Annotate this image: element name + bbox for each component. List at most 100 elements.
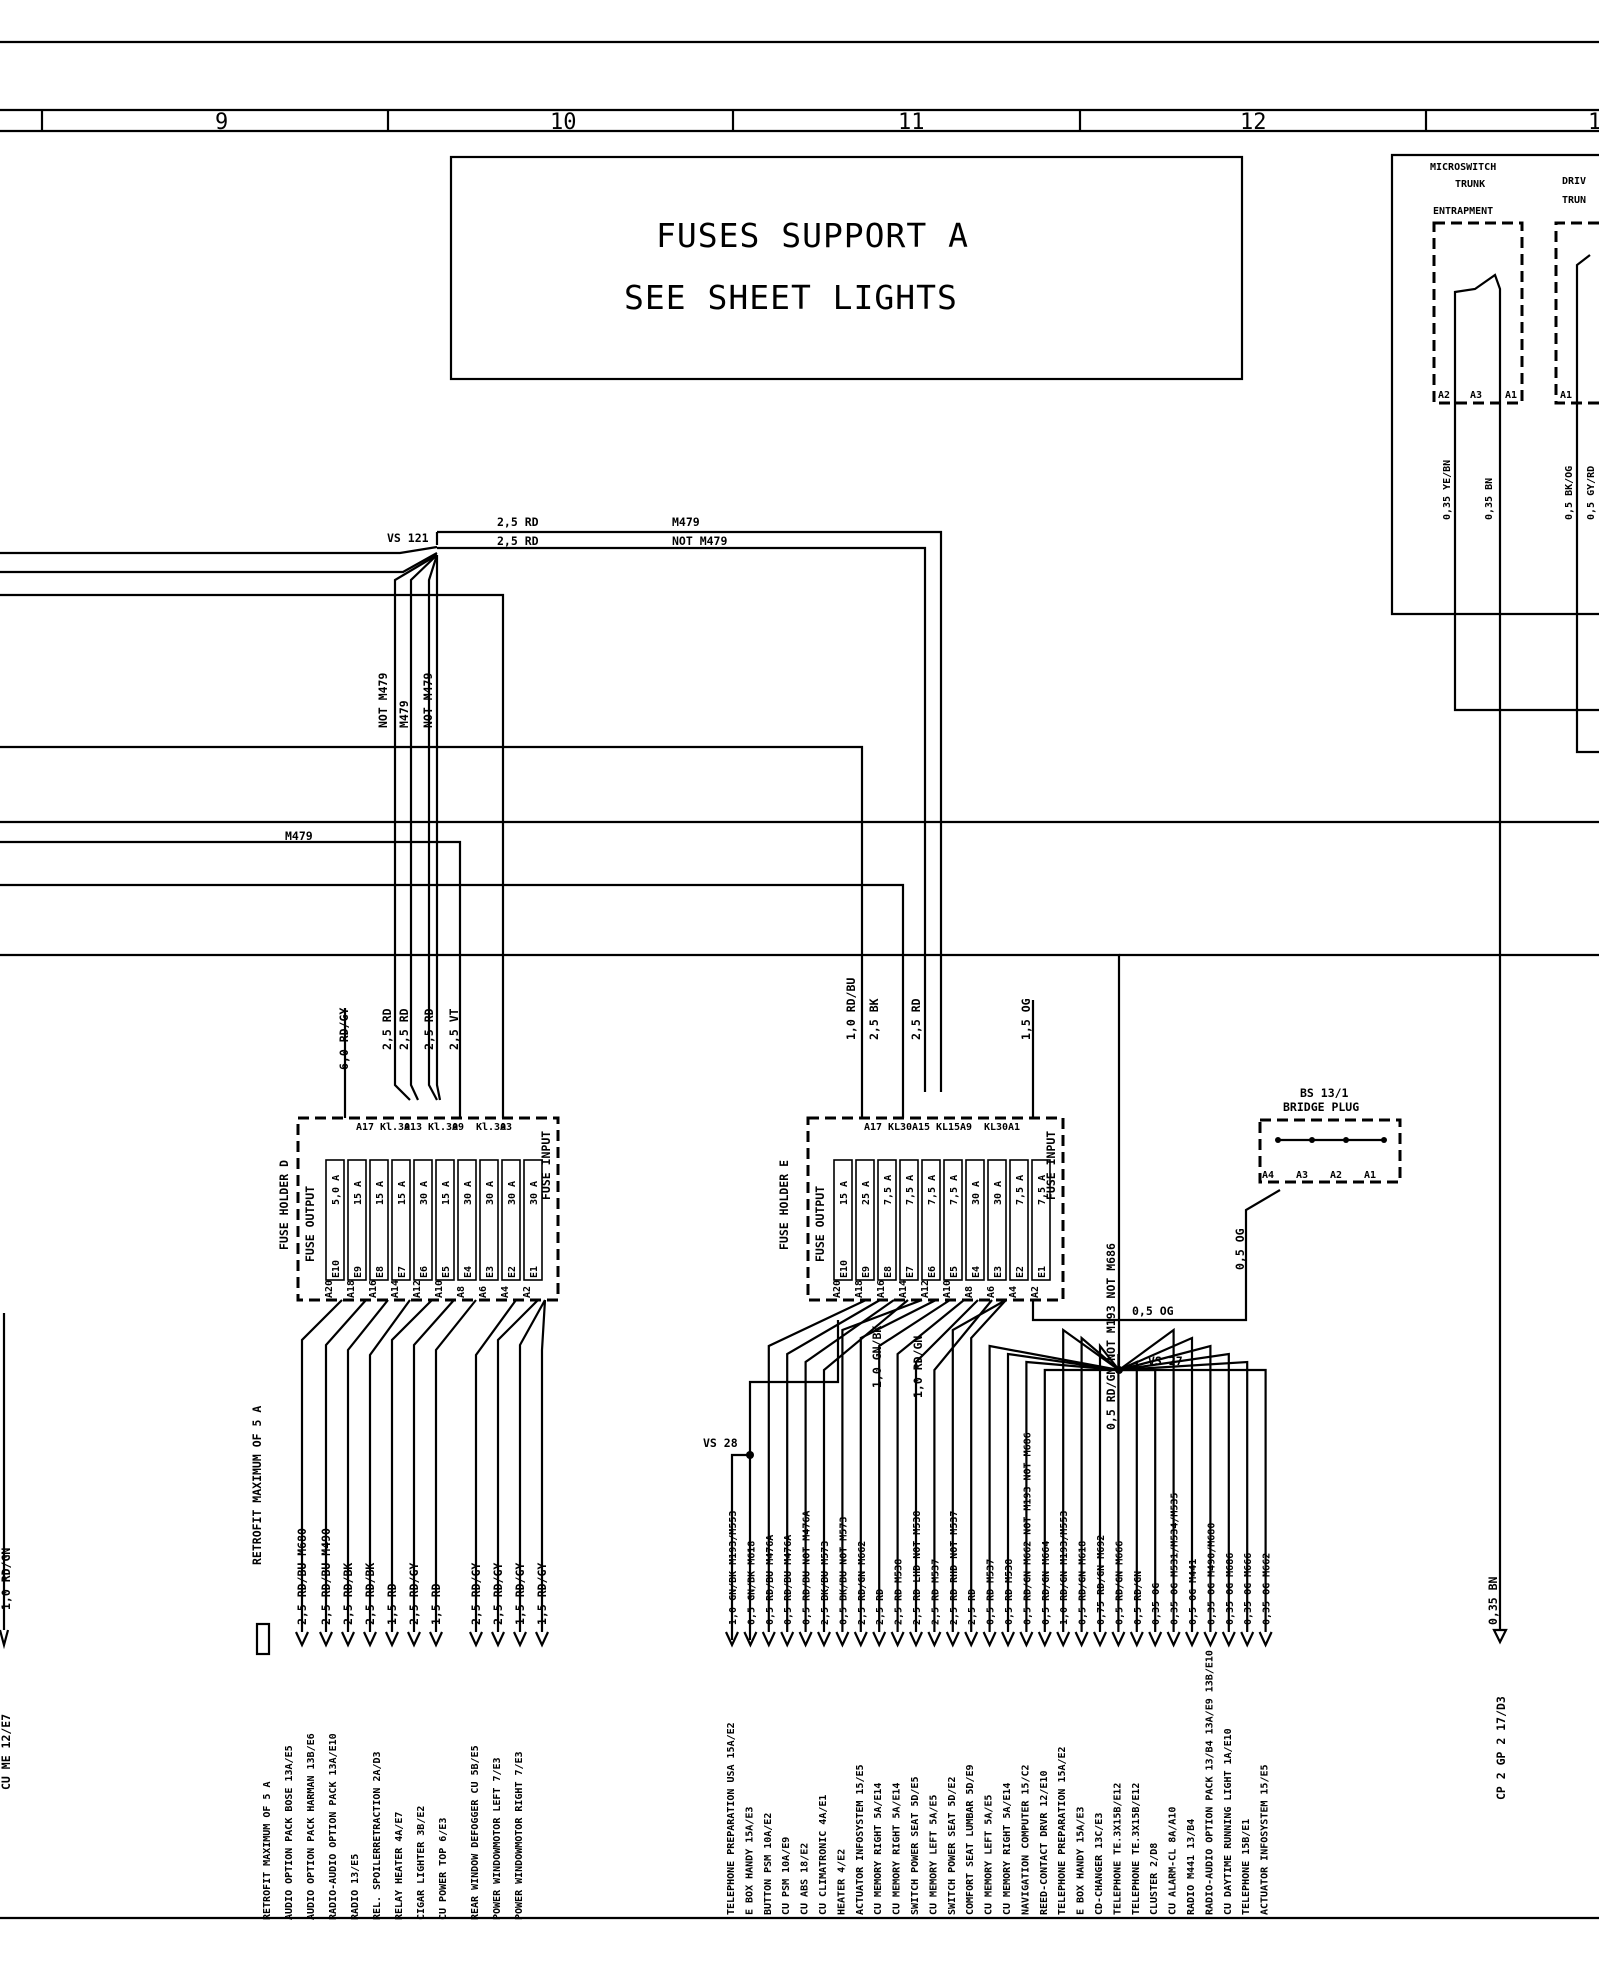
og-wire-label-2: 0,5 OG <box>1233 1228 1247 1270</box>
fhd-fuse-label-8: E2 <box>507 1266 518 1278</box>
fhd-dest-8: CU POWER TOP 6/E3 <box>438 1818 449 1920</box>
fhe-out-wire-8 <box>878 1299 951 1632</box>
fhd-amp-6: 30 A <box>463 1181 474 1205</box>
fhe-fuse-8 <box>1009 1159 1029 1281</box>
fhe-bpin-0: A20 <box>832 1280 843 1298</box>
fhe-out-wire-label-18: 1,0 RD/GN M193/M553 <box>1059 1511 1070 1625</box>
fhe-out-wire-21 <box>1117 1353 1121 1632</box>
cp-arrow <box>1492 1628 1508 1645</box>
fhe-out-wire-13 <box>970 1299 1007 1632</box>
fhd-out-wire-label-7: 2,5 RD/GY <box>469 1563 483 1625</box>
svg-text:2,5 BK: 2,5 BK <box>867 998 881 1040</box>
fhe-tpin-3: KL15 <box>936 1122 960 1133</box>
left-edge-dest: CU ME 12/E7 <box>0 1714 13 1790</box>
svg-text:0,35 BN: 0,35 BN <box>1484 478 1495 520</box>
fhd-out-arrow-4 <box>385 1631 399 1648</box>
fhd-out-arrow-9 <box>513 1631 527 1648</box>
fhe-bpin-2: A16 <box>876 1280 887 1298</box>
fhd-out-arrow-7 <box>469 1631 483 1648</box>
fhd-fuse-0 <box>325 1159 345 1281</box>
fhe-out-wire-label-28: 0,35 OG M666 <box>1243 1553 1254 1625</box>
fhe-out-wire-label-10: 2,5 RD LHD NOT M538 <box>912 1511 923 1625</box>
notice-box <box>449 155 1244 381</box>
vs27-node <box>1115 1366 1123 1374</box>
fhe-dest-20: CD-CHANGER 13C/E3 <box>1094 1813 1105 1915</box>
fhd-tpin-2: A13 <box>404 1122 422 1133</box>
fhe-out-wire-label-16: 0,5 RD/GN M662 NOT M193 NOT M686 <box>1022 1432 1033 1625</box>
fhd-bpin-7: A6 <box>478 1286 489 1298</box>
fhd-dest-7: CIGAR LIGHTER 3B/E2 <box>416 1806 427 1920</box>
fhd-out-wire-label-3: 2,5 RD/BK <box>363 1563 377 1625</box>
fhe-dest-0: TELEPHONE PREPARATION USA 15A/E2 <box>726 1722 737 1915</box>
fhe-out-arrow-15 <box>1001 1631 1015 1648</box>
vs121-branch-1 <box>393 554 438 1101</box>
fhe-amp-0: 15 A <box>839 1181 850 1205</box>
fhe-amp-1: 25 A <box>861 1181 872 1205</box>
fhe-dest-28: TELEPHONE 15B/E1 <box>1241 1819 1252 1915</box>
fhe-bpin-8: A4 <box>1008 1286 1019 1298</box>
fhe-out-wire-19 <box>1080 1335 1120 1632</box>
fhe-fuse-4 <box>921 1159 941 1281</box>
rdgn-label: 1,0 RD/GN <box>911 1336 925 1398</box>
svg-text:1,5 OG: 1,5 OG <box>1019 998 1033 1040</box>
fhe-out-wire-label-4: 0,5 RD/BU NOT M476A <box>802 1511 813 1625</box>
svg-text:A4: A4 <box>1262 1170 1274 1181</box>
fhd-bpin-8: A4 <box>500 1286 511 1298</box>
top-wire-2 <box>437 546 927 1092</box>
fhe-out-wire-11 <box>933 1299 993 1632</box>
fhd-out-wire-label-2: 2,5 RD/BK <box>341 1563 355 1625</box>
fhd-bpin-5: A10 <box>434 1280 445 1298</box>
svg-text:FUSE HOLDER D: FUSE HOLDER D <box>277 1160 291 1250</box>
fhd-fuse-label-0: E10 <box>331 1260 342 1278</box>
svg-text:2,5 RD: 2,5 RD <box>380 1008 394 1050</box>
fhe-out-arrow-13 <box>964 1631 979 1648</box>
fhe-fuse-3 <box>899 1159 919 1281</box>
svg-text:FUSE OUTPUT: FUSE OUTPUT <box>813 1186 827 1262</box>
fhe-out-wire-label-8: 2,5 RD <box>875 1589 886 1625</box>
fhd-fuse-3 <box>391 1159 411 1281</box>
fhe-out-arrow-24 <box>1166 1631 1181 1648</box>
fhd-out-arrow-6 <box>429 1631 443 1648</box>
fhe-out-arrow-7 <box>853 1631 868 1648</box>
fhe-out-wire-25 <box>1118 1336 1194 1632</box>
fhe-amp-5: 7,5 A <box>949 1175 960 1205</box>
top-wire-2-label: 2,5 RD <box>497 534 539 548</box>
fhe-tpin-5: KL30 <box>984 1122 1008 1133</box>
bridge-plug: BS 13/1 BRIDGE PLUG A4 A3 A2 A1 <box>1258 1086 1402 1184</box>
fhe-dest-11: CU MEMORY LEFT 5A/E5 <box>928 1795 939 1915</box>
fhe-out-wire-29 <box>1119 1368 1267 1632</box>
fhd-tpin-0: A17 <box>356 1122 374 1133</box>
fhd-fuse-7 <box>479 1159 499 1281</box>
fhd-out-wire-10 <box>540 1299 547 1632</box>
fhd-tpin-3: Kl.30 <box>428 1122 458 1133</box>
fhe-fuse-9 <box>1031 1159 1051 1281</box>
fhe-out-arrow-29 <box>1258 1631 1273 1648</box>
v-not-m479-b: NOT M479 <box>421 673 435 728</box>
fhd-dest-2: AUDIO OPTION PACK HARMAN 13B/E6 <box>306 1733 317 1920</box>
fhd-amp-0: 5,0 A <box>331 1175 342 1205</box>
bus-m479: M479 <box>285 829 313 843</box>
fhe-out-wire-label-1: 0,5 GN/BK M618 <box>746 1541 757 1625</box>
fhe-out-arrow-4 <box>798 1631 813 1648</box>
fhd-out-wire-4 <box>390 1299 433 1632</box>
fhe-out-wire-label-2: 0,5 RD/BU M476A <box>765 1535 776 1625</box>
fhd-out-wire-3 <box>368 1299 411 1632</box>
fhe-tpin-4: A9 <box>960 1122 972 1133</box>
fhe-fuse-label-4: E6 <box>927 1266 938 1278</box>
fhe-out-arrow-26 <box>1203 1631 1218 1648</box>
fhd-fuse-label-1: E9 <box>353 1266 364 1278</box>
fhe-dest-26: RADIO-AUDIO OPTION PACK 13/B4 13A/E9 13B… <box>1204 1650 1215 1915</box>
fhe-out-wire-label-12: 2,5 RD RHD NOT M537 <box>949 1511 960 1625</box>
fhd-amp-8: 30 A <box>507 1181 518 1205</box>
fhd-amp-2: 15 A <box>375 1181 386 1205</box>
svg-text:MICROSWITCH: MICROSWITCH <box>1430 162 1496 173</box>
fhd-out-wire-2 <box>346 1299 389 1632</box>
fhd-dest-9: REAR WINDOW DEFOGGER CU 5B/E5 <box>470 1745 481 1920</box>
top-wire-not-m479: NOT M479 <box>672 534 727 548</box>
fhd-fuse-8 <box>501 1159 521 1281</box>
fhe-amp-2: 7,5 A <box>883 1175 894 1205</box>
fhe-fuse-label-1: E9 <box>861 1266 872 1278</box>
top-wire-m479: M479 <box>672 515 700 529</box>
